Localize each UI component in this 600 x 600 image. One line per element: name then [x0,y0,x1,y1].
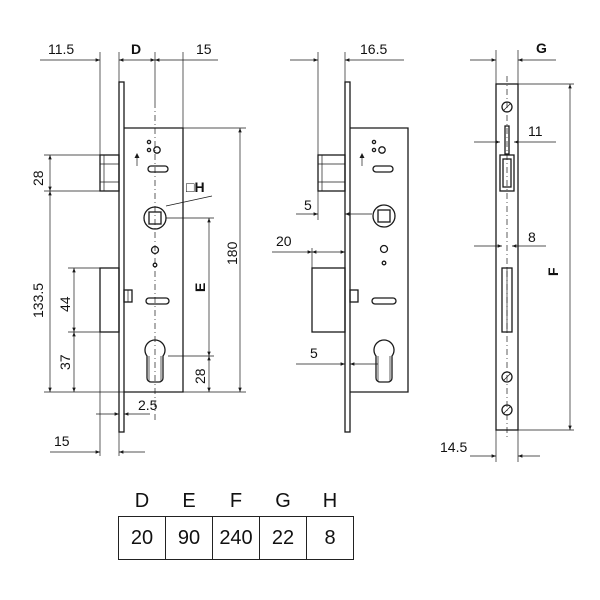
front-latch-bolt [99,154,120,192]
dim-28-bottom: 28 [192,368,208,384]
side-view: 16.5 5 20 5 [272,41,409,433]
table-header-e: E [182,489,196,512]
table-cell-g: 22 [259,516,307,560]
dim-label-d: D [131,41,141,57]
table-header-f: F [229,489,243,512]
front-cylinder-hole [144,339,166,383]
dim-label-f: F [545,267,561,276]
front-view: 11.5 D 15 180 E 28 □H 28 133.5 44 37 [30,41,246,456]
dim-180: 180 [224,241,240,265]
table-cell-e: 90 [165,516,213,560]
dim-11-5: 11.5 [48,41,74,57]
dim-label-e: E [192,283,208,292]
front-lock-body [124,127,184,393]
dimension-table: D E F G H 20 90 240 22 8 [118,486,354,560]
side-dead-bolt [311,267,346,333]
dim-2-5: 2.5 [138,397,158,413]
dim-5-cylinder: 5 [310,345,318,361]
dim-label-square-h: □H [186,179,205,195]
dim-8: 8 [528,229,536,245]
faceplate-view: G 11 8 F 14.5 [440,40,574,462]
dim-28-left: 28 [30,170,46,186]
side-faceplate [344,81,351,433]
table-header-g: G [275,489,291,512]
table-cell-h: 8 [306,516,354,560]
dim-20: 20 [276,233,292,249]
front-dead-bolt [99,267,120,333]
table-row: 20 90 240 22 8 [118,516,354,560]
dim-label-g: G [536,40,547,56]
dim-16-5: 16.5 [360,41,387,57]
table-header-h: H [322,489,338,512]
dim-15-bottom: 15 [54,433,70,449]
dim-37: 37 [57,354,73,370]
table-header-row: D E F G H [119,486,354,517]
front-faceplate [118,81,125,433]
table-header-d: D [134,489,150,512]
dim-133-5: 133.5 [30,283,46,318]
dim-11: 11 [528,123,543,139]
dim-5-latch: 5 [304,197,312,213]
dim-44: 44 [57,296,73,312]
table-cell-d: 20 [118,516,166,560]
dim-14-5: 14.5 [440,439,467,455]
side-latch-bolt [317,154,346,192]
side-cylinder-hole [373,339,395,383]
table-cell-f: 240 [212,516,260,560]
dim-15-top: 15 [196,41,212,57]
